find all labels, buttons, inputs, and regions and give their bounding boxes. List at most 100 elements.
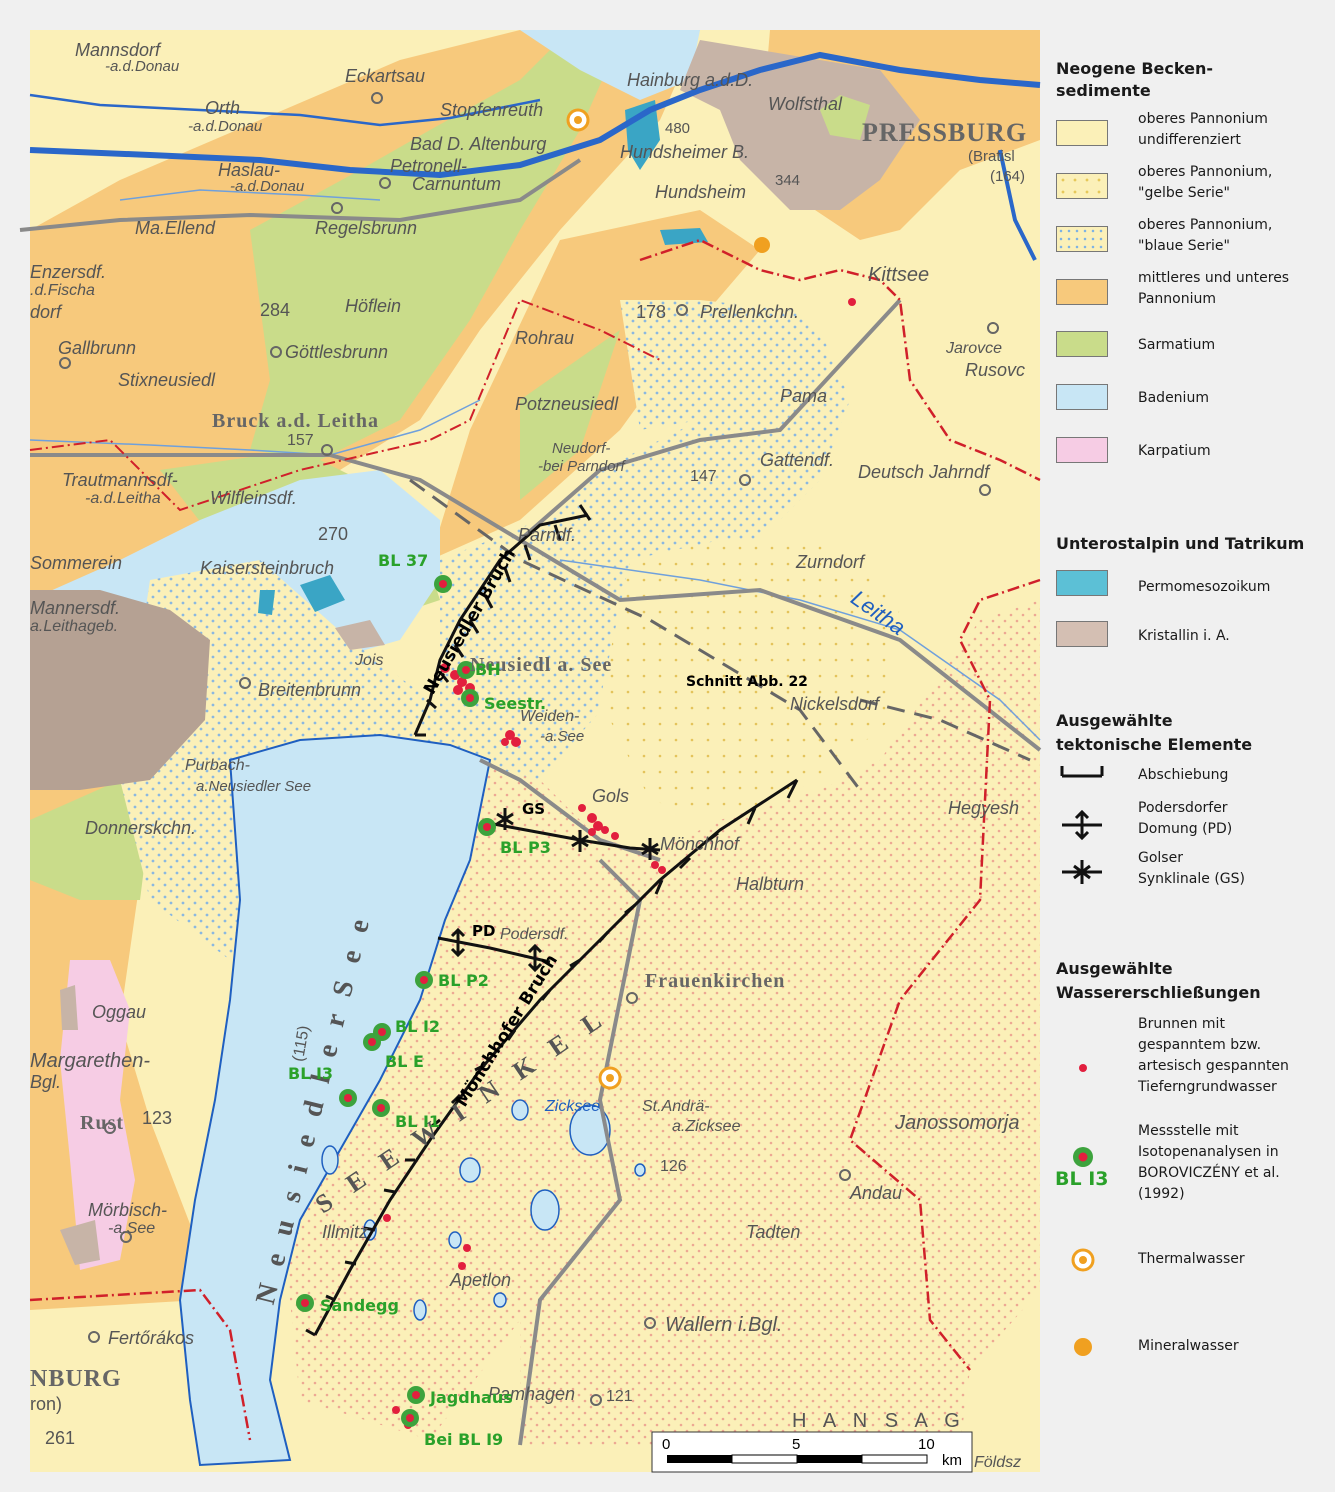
town-apetlon: Apetlon <box>450 1270 512 1290</box>
pd-doming <box>437 927 551 973</box>
legend-title-tekt-2: tektonische Elemente <box>1056 735 1253 754</box>
town-label: 480 <box>665 120 691 137</box>
town-hainburg: Hainburg a.d.D. <box>627 70 754 90</box>
legend-label: mittleres und unteres <box>1138 270 1290 286</box>
legend-label: Abschiebung <box>1138 767 1229 783</box>
town-label: -a.See <box>108 1220 156 1237</box>
town-eckartsau: Eckartsau <box>345 66 426 86</box>
town-label: a.Zicksee <box>672 1118 741 1135</box>
legend-label: Synklinale (GS) <box>1138 871 1245 887</box>
section-line <box>409 478 862 791</box>
town-illmitz: Illmitz <box>322 1222 368 1242</box>
isotope-stations <box>296 575 496 1427</box>
town-pressburg: PRESSBURG <box>862 118 1028 147</box>
town-potzneusiedl: Potzneusiedl <box>515 394 619 414</box>
town-label: 147 <box>690 468 717 485</box>
town-sommerein: Sommerein <box>30 553 123 573</box>
town-zurndorf: Zurndorf <box>796 552 865 572</box>
legend-title-tekt: Ausgewählte <box>1056 711 1173 730</box>
legend-label: Tieferngrundwasser <box>1138 1079 1277 1095</box>
town-label: -a.See <box>540 728 585 745</box>
town-label: -bei Parndorf <box>538 458 625 475</box>
legend-station-label: BL I3 <box>1055 1168 1109 1190</box>
legend-label: Badenium <box>1138 390 1209 406</box>
town-hegyesh: Hegyesh <box>948 798 1020 818</box>
town-morbisch: Mörbisch- <box>88 1200 168 1220</box>
town-stopfenreuth: Stopfenreuth <box>440 100 544 120</box>
town-wolfsthal: Wolfsthal <box>768 94 843 114</box>
sarmatium-west <box>30 780 150 900</box>
legend-swatch-karpatium <box>1056 437 1108 463</box>
town-label: -a.d.Donau <box>188 118 263 135</box>
town-haslau: Haslau- <box>218 160 281 180</box>
danube <box>29 51 1041 179</box>
town-breitenbrunn: Breitenbrunn <box>258 680 362 700</box>
town-label: 261 <box>45 1428 76 1448</box>
scale-unit: km <box>942 1452 962 1469</box>
town-ellend: Ma.Ellend <box>135 218 216 238</box>
well-label: BH <box>475 660 501 679</box>
well-label: BL I2 <box>395 1017 441 1036</box>
well-label: BL 37 <box>378 551 429 570</box>
legend-title-wasser: Ausgewählte <box>1056 959 1173 978</box>
well-label: Sandegg <box>320 1296 399 1315</box>
well-label: BL E <box>385 1052 424 1071</box>
town-label: a.Neusiedler See <box>196 778 312 795</box>
town-podersdf: Podersdf. <box>500 926 569 943</box>
town-tadten: Tadten <box>746 1222 801 1242</box>
neusiedler-see <box>178 733 492 1467</box>
town-prellenkchn: Prellenkchn. <box>700 302 800 322</box>
town-mannsdorf: Mannsdorf <box>75 40 161 60</box>
seewinkel-lakes <box>321 1099 646 1321</box>
legend-tekt-symbols <box>1060 766 1104 884</box>
town-label: 126 <box>660 1158 687 1175</box>
mineral-spring <box>754 237 770 253</box>
town-wallern: Wallern i.Bgl. <box>665 1314 783 1336</box>
town-label: Földsz <box>974 1454 1022 1471</box>
region-hansag: H A N S A G <box>792 1410 966 1432</box>
legend-well-dot <box>1079 1064 1087 1072</box>
town-label: 157 <box>287 432 314 449</box>
town-regelsbrunn: Regelsbrunn <box>315 218 418 238</box>
gs-label: GS <box>522 800 546 818</box>
legend-label: oberes Pannonium, <box>1138 164 1273 180</box>
town-margarethen: Margarethen- <box>30 1050 151 1072</box>
town-label: 178 <box>636 302 667 322</box>
town-hoflein: Höflein <box>345 296 402 316</box>
legend-swatch-gelbe <box>1056 173 1108 199</box>
legend-label: oberes Pannonium, <box>1138 217 1273 233</box>
kristallin-leitha <box>30 590 210 790</box>
town-kaisersteinbruch: Kaisersteinbruch <box>200 558 335 578</box>
badenium-north <box>520 30 700 100</box>
town-gottlesbrunn: Göttlesbrunn <box>285 342 389 362</box>
town-oggau: Oggau <box>92 1002 147 1022</box>
town-kittsee: Kittsee <box>868 264 930 286</box>
legend-label: Thermalwasser <box>1138 1251 1245 1267</box>
town-halbturn: Halbturn <box>736 874 805 894</box>
legend-label: Karpatium <box>1138 443 1211 459</box>
town-weiden: Weiden- <box>520 708 580 725</box>
town-parndf: Parndf. <box>518 525 577 545</box>
town-label: dorf <box>30 302 62 322</box>
town-rohrau: Rohrau <box>515 328 575 348</box>
legend-swatch-kristallin <box>1056 621 1108 647</box>
town-orth: Orth <box>205 98 241 118</box>
town-label: 270 <box>318 524 349 544</box>
town-carnuntum: Carnuntum <box>412 174 502 194</box>
town-markers <box>59 92 999 1406</box>
legend-title-wasser-2: Wassererschließungen <box>1056 983 1261 1002</box>
town-deutschj: Deutsch Jahrndf <box>858 462 990 482</box>
town-label: ron) <box>30 1394 63 1414</box>
town-gallbrunn: Gallbrunn <box>58 338 137 358</box>
gs-syncline <box>487 808 661 860</box>
legend-label: "blaue Serie" <box>1138 238 1230 254</box>
legend-mineral <box>1074 1338 1092 1356</box>
section-label: Schnitt Abb. 22 <box>686 674 808 690</box>
town-label: 121 <box>606 1388 633 1405</box>
town-gattendf: Gattendf. <box>760 450 835 470</box>
legend-title-neogen-2: sedimente <box>1056 81 1151 100</box>
legend-title-neogen: Neogene Becken- <box>1056 59 1213 78</box>
scale-0: 0 <box>662 1436 671 1453</box>
lake-zicksee: Zicksee <box>545 1098 601 1115</box>
